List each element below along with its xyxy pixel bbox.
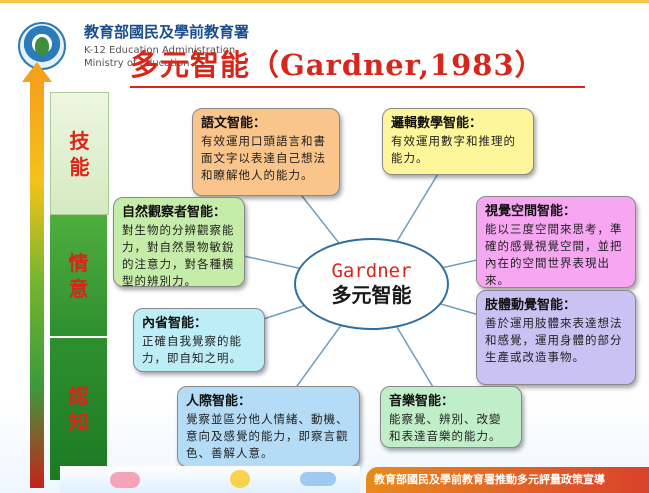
level-skill: 技能: [50, 92, 109, 215]
center-ellipse: Gardner 多元智能: [294, 238, 449, 330]
org-name-en-line1: K-12 Education Administration,: [84, 45, 239, 56]
card-linguistic: 語文智能： 有效運用口頭語言和書面文字以表達自己想法和瞭解他人的能力。: [192, 108, 340, 196]
card-title: 語文智能：: [201, 116, 267, 131]
header-accent-line: [0, 0, 649, 3]
card-desc: 有效運用數字和推理的能力。: [391, 134, 516, 165]
footer-banner: 教育部國民及學前教育署推動多元評量政策宣導: [366, 467, 649, 493]
center-title-en: Gardner: [331, 260, 412, 282]
card-spatial: 視覺空間智能： 能以三度空間來思考，準確的感覺視覺空間，並把內在的空間世界表現出…: [476, 196, 636, 288]
card-naturalist: 自然觀察者智能： 對生物的分辨觀察能力，對自然景物敏銳的注意力，對各種模型的辨別…: [113, 197, 245, 288]
level-label: 認知: [68, 384, 89, 434]
card-bodily: 肢體動覺智能： 善於運用肢體來表達想法和感覺，運用身體的部分生產或改造事物。: [476, 290, 636, 385]
level-arrow: [30, 80, 44, 488]
card-title: 內省智能：: [142, 316, 208, 331]
title-underline: [130, 86, 585, 88]
card-desc: 善於運用肢體來表達想法和感覺，運用身體的部分生產或改造事物。: [485, 316, 623, 364]
org-name-en-line2: Ministry of Education: [84, 58, 190, 69]
level-cognition: 認知: [50, 338, 107, 480]
card-musical: 音樂智能： 能察覺、辨別、改變和表達音樂的能力。: [380, 386, 522, 448]
card-interpersonal: 人際智能： 覺察並區分他人情緒、動機、意向及感覺的能力，即察言觀色、善解人意。: [177, 386, 360, 467]
card-title: 肢體動覺智能：: [485, 298, 577, 313]
card-title: 邏輯數學智能：: [391, 116, 483, 131]
arrow-up-icon: [22, 62, 52, 82]
decoration-shape: [300, 472, 336, 486]
card-title: 音樂智能：: [389, 394, 455, 409]
slide-title: 多元智能（Gardner,1983）: [130, 48, 545, 82]
decoration-shape: [110, 472, 140, 488]
card-desc: 能察覺、辨別、改變和表達音樂的能力。: [389, 412, 502, 443]
card-title: 自然觀察者智能：: [122, 205, 227, 220]
card-desc: 能以三度空間來思考，準確的感覺視覺空間，並把內在的空間世界表現出來。: [485, 222, 623, 287]
card-logical: 邏輯數學智能： 有效運用數字和推理的能力。: [382, 108, 534, 175]
card-desc: 覺察並區分他人情緒、動機、意向及感覺的能力，即察言觀色、善解人意。: [186, 412, 349, 460]
org-name-cn: 教育部國民及學前教育署: [84, 23, 250, 41]
card-title: 視覺空間智能：: [485, 204, 577, 219]
level-affect: 情意: [50, 215, 107, 336]
level-label: 情意: [68, 250, 89, 301]
center-title-cn: 多元智能: [331, 283, 412, 307]
card-desc: 對生物的分辨觀察能力，對自然景物敏銳的注意力，對各種模型的辨別力。: [122, 223, 235, 288]
card-desc: 正確自我覺察的能力，即自知之明。: [142, 334, 242, 365]
card-desc: 有效運用口頭語言和書面文字以表達自己想法和瞭解他人的能力。: [201, 134, 326, 182]
decoration-shape: [230, 470, 250, 488]
level-label: 技能: [69, 128, 90, 179]
card-intrapersonal: 內省智能： 正確自我覺察的能力，即自知之明。: [133, 308, 265, 372]
card-title: 人際智能：: [186, 394, 252, 409]
